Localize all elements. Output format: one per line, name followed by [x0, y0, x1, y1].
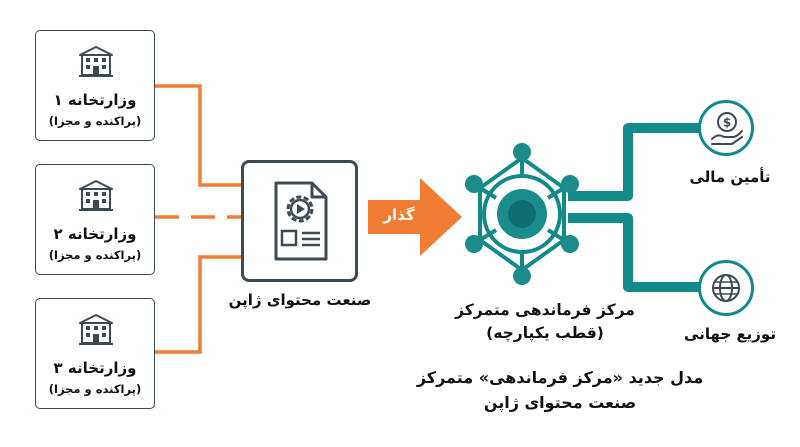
transition-label: گذار — [383, 206, 415, 224]
distribution-node — [698, 260, 754, 316]
hub-title: مرکز فرماندهی متمرکز — [455, 301, 635, 319]
ministry-box-3: وزارتخانه ۳ (پراکنده و مجزا) — [35, 298, 155, 409]
ministry-note: (پراکنده و مجزا) — [48, 248, 142, 262]
building-icon — [79, 314, 113, 345]
building-icon — [79, 180, 113, 211]
svg-text:$: $ — [723, 116, 731, 130]
document-gear-icon — [274, 181, 328, 261]
transition-arrow — [368, 178, 462, 256]
caption-line-1: مدل جدید «مرکز فرماندهی» متمرکز — [416, 368, 704, 387]
network-hub-icon — [465, 143, 579, 285]
ministry-note: (پراکنده و مجزا) — [48, 114, 142, 128]
caption-line-2: صنعت محتوای ژاپن — [483, 393, 637, 412]
ministry-name: وزارتخانه ۱ — [53, 91, 137, 109]
funding-node: $ — [698, 100, 754, 156]
distribution-label: توزیع جهانی — [684, 325, 776, 343]
ministry-box-1: وزارتخانه ۱ (پراکنده و مجزا) — [35, 30, 155, 141]
ministry-box-2: وزارتخانه ۲ (پراکنده و مجزا) — [35, 164, 155, 275]
money-hand-icon: $ — [711, 112, 743, 145]
content-industry-box — [241, 160, 358, 282]
ministry-note: (پراکنده و مجزا) — [48, 382, 142, 396]
funding-label: تأمین مالی — [689, 168, 771, 186]
content-industry-label: صنعت محتوای ژاپن — [228, 291, 372, 309]
ministry-name: وزارتخانه ۳ — [53, 359, 137, 377]
ministry-name: وزارتخانه ۲ — [53, 225, 137, 243]
building-icon — [79, 46, 113, 77]
hub-subtitle: (قطب یکپارچه) — [486, 324, 604, 342]
globe-icon — [712, 274, 740, 302]
